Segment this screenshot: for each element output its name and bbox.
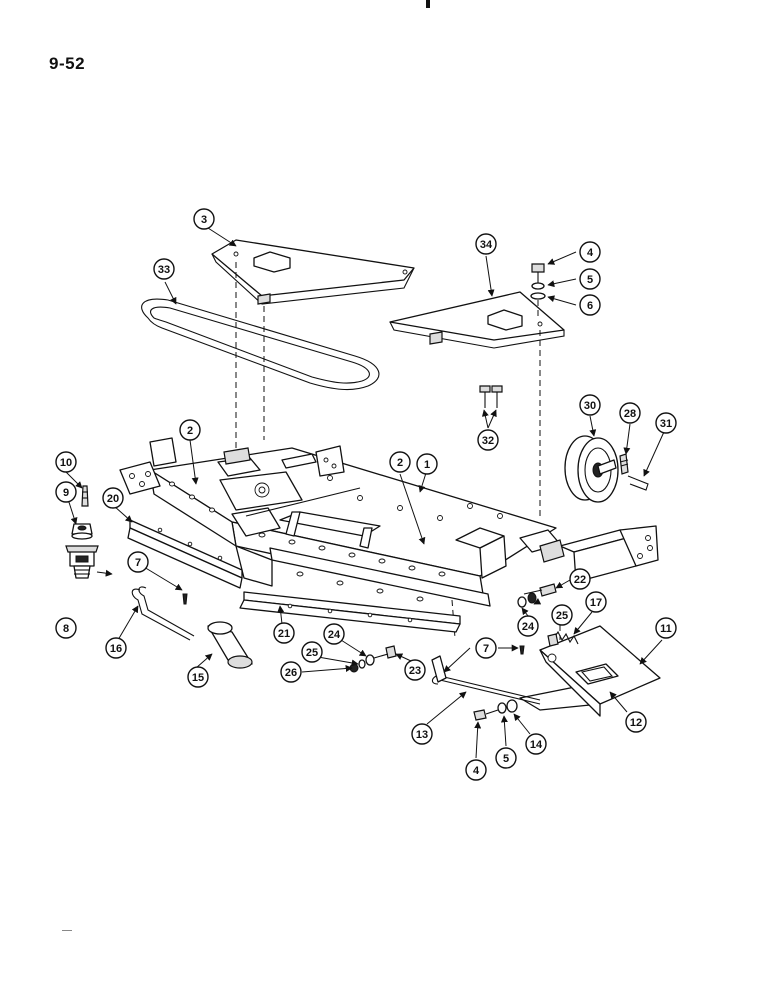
svg-text:31: 31 bbox=[660, 418, 672, 430]
callout-26: 26 bbox=[280, 661, 302, 683]
svg-text:25: 25 bbox=[306, 647, 318, 659]
wheel bbox=[564, 435, 619, 503]
svg-text:32: 32 bbox=[482, 435, 494, 447]
callout-4b: 4 bbox=[465, 759, 487, 781]
svg-text:34: 34 bbox=[480, 239, 493, 251]
svg-text:5: 5 bbox=[587, 274, 593, 286]
grease-fitting bbox=[81, 485, 89, 507]
callout-13: 13 bbox=[411, 723, 433, 745]
rear-bar bbox=[239, 591, 461, 633]
callout-9: 9 bbox=[55, 481, 77, 503]
callout-22: 22 bbox=[569, 568, 591, 590]
spindle-housing bbox=[65, 545, 99, 579]
svg-text:9: 9 bbox=[63, 487, 69, 499]
svg-text:7: 7 bbox=[135, 557, 141, 569]
corner-mark bbox=[62, 930, 72, 931]
svg-text:24: 24 bbox=[328, 629, 341, 641]
svg-text:11: 11 bbox=[660, 623, 672, 635]
svg-text:23: 23 bbox=[409, 665, 421, 677]
svg-text:16: 16 bbox=[110, 643, 122, 655]
svg-text:3: 3 bbox=[201, 214, 207, 226]
svg-text:24: 24 bbox=[522, 621, 535, 633]
svg-text:17: 17 bbox=[590, 597, 602, 609]
svg-text:2: 2 bbox=[187, 425, 193, 437]
svg-text:26: 26 bbox=[285, 667, 297, 679]
callout-2b: 2 bbox=[389, 451, 411, 473]
callout-8: 8 bbox=[55, 617, 77, 639]
callout-30: 30 bbox=[579, 394, 601, 416]
frame-holes bbox=[169, 475, 503, 602]
front-bar bbox=[127, 519, 243, 589]
callout-16: 16 bbox=[105, 637, 127, 659]
svg-text:4: 4 bbox=[587, 247, 594, 259]
callout-24b: 24 bbox=[517, 615, 539, 637]
belt-cover-right bbox=[389, 291, 565, 349]
callout-4a: 4 bbox=[579, 241, 601, 263]
svg-text:20: 20 bbox=[107, 493, 119, 505]
svg-text:12: 12 bbox=[630, 717, 642, 729]
callout-1: 1 bbox=[416, 453, 438, 475]
belt bbox=[141, 298, 380, 391]
svg-text:22: 22 bbox=[574, 574, 586, 586]
callout-32: 32 bbox=[477, 429, 499, 451]
wheel-axle-pin bbox=[619, 453, 629, 475]
bracket-pad bbox=[575, 663, 619, 685]
svg-text:6: 6 bbox=[587, 300, 593, 312]
svg-text:7: 7 bbox=[483, 643, 489, 655]
callout-15: 15 bbox=[187, 666, 209, 688]
callout-14: 14 bbox=[525, 733, 547, 755]
callout-25a: 25 bbox=[301, 641, 323, 663]
callout-31: 31 bbox=[655, 412, 677, 434]
callout-7b: 7 bbox=[475, 637, 497, 659]
svg-text:5: 5 bbox=[503, 753, 509, 765]
callout-5b: 5 bbox=[495, 747, 517, 769]
wheel-clip bbox=[627, 475, 649, 491]
svg-text:14: 14 bbox=[530, 739, 543, 751]
svg-text:15: 15 bbox=[192, 672, 204, 684]
callout-10: 10 bbox=[55, 451, 77, 473]
callout-3: 3 bbox=[193, 208, 215, 230]
rod bbox=[131, 586, 195, 641]
svg-text:25: 25 bbox=[556, 610, 568, 622]
pivot-rod bbox=[431, 655, 541, 705]
callout-24a: 24 bbox=[323, 623, 345, 645]
spring bbox=[547, 630, 579, 647]
callout-7a: 7 bbox=[127, 551, 149, 573]
callout-21: 21 bbox=[273, 622, 295, 644]
callout-2a: 2 bbox=[179, 419, 201, 441]
svg-text:21: 21 bbox=[278, 628, 290, 640]
callout-12: 12 bbox=[625, 711, 647, 733]
svg-text:33: 33 bbox=[158, 264, 170, 276]
svg-text:28: 28 bbox=[624, 408, 636, 420]
svg-text:10: 10 bbox=[60, 457, 72, 469]
svg-text:4: 4 bbox=[473, 765, 480, 777]
alignment-lines bbox=[235, 262, 561, 640]
svg-text:13: 13 bbox=[416, 729, 428, 741]
spindle-cap bbox=[71, 523, 93, 540]
callout-28: 28 bbox=[619, 402, 641, 424]
callout-23: 23 bbox=[404, 659, 426, 681]
roller bbox=[207, 621, 253, 669]
svg-text:30: 30 bbox=[584, 400, 596, 412]
callout-17: 17 bbox=[585, 591, 607, 613]
page-number: 9-52 bbox=[49, 54, 86, 73]
callout-25b: 25 bbox=[551, 604, 573, 626]
top-edge-mark bbox=[426, 0, 430, 8]
svg-text:1: 1 bbox=[424, 459, 430, 471]
callouts: 1 2 2 3 4 4 5 5 6 7 7 8 9 10 11 12 13 14… bbox=[55, 208, 677, 781]
callout-5a: 5 bbox=[579, 268, 601, 290]
leader-lines bbox=[65, 227, 669, 759]
callout-34: 34 bbox=[475, 233, 497, 255]
callout-33: 33 bbox=[153, 258, 175, 280]
callout-6: 6 bbox=[579, 294, 601, 316]
callout-11: 11 bbox=[655, 617, 677, 639]
callout-20: 20 bbox=[102, 487, 124, 509]
svg-text:2: 2 bbox=[397, 457, 403, 469]
belt-cover-left bbox=[211, 239, 415, 305]
svg-text:8: 8 bbox=[63, 623, 69, 635]
main-frame bbox=[119, 437, 659, 607]
